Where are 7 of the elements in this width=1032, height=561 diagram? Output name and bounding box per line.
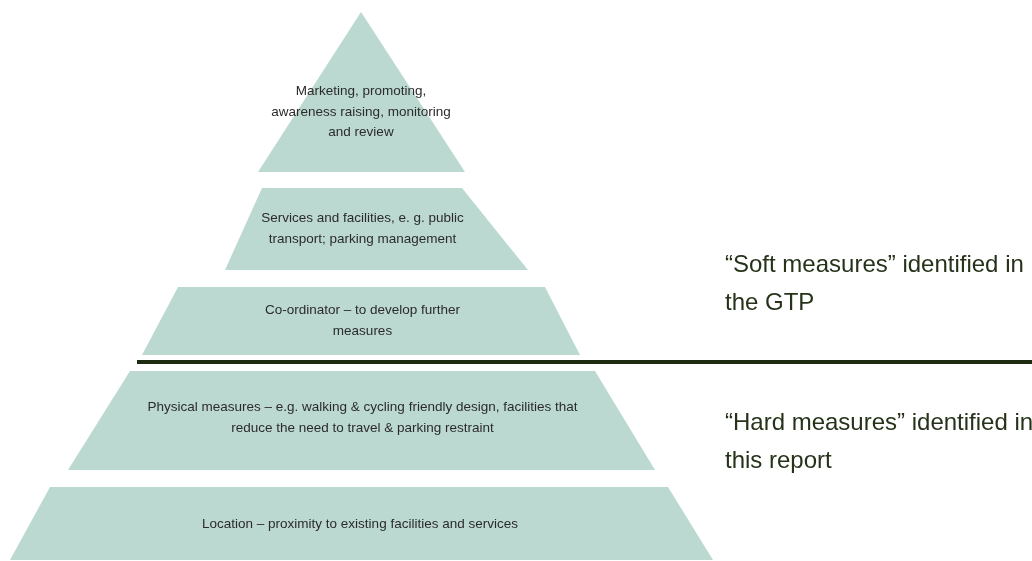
tier-text: Co-ordinator – to develop further measures	[263, 301, 462, 340]
tier-text: Physical measures – e.g. walking & cycling friendly design, facilities that reduce the need to travel & parking restraint	[146, 398, 579, 437]
tier-text: Marketing, promoting, awareness raising, monitoring and review	[270, 81, 452, 142]
side-annotation: “Hard measures” identified in this report	[725, 407, 1032, 476]
side-annotation: “Soft measures” identified in the GTP	[725, 249, 1025, 318]
tier-text: Services and facilities, e. g. public transport; parking management	[260, 209, 465, 248]
tier-text: Location – proximity to existing facilities and services	[202, 514, 518, 533]
